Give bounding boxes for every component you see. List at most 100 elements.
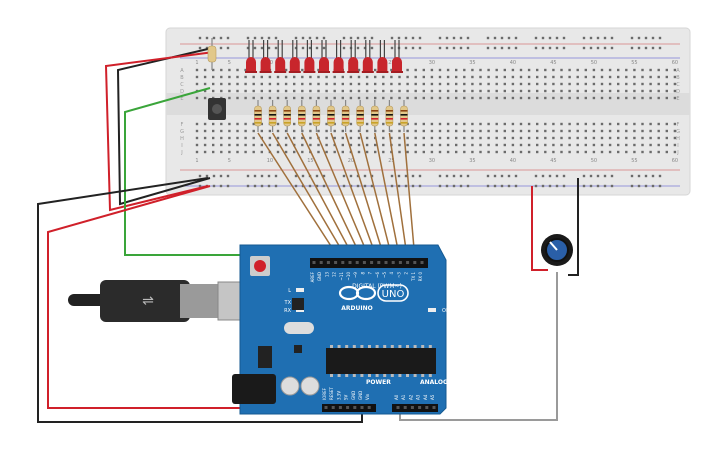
- led-11[interactable]: [391, 40, 403, 73]
- power-pin-socket[interactable]: [331, 406, 335, 409]
- power-pin-socket[interactable]: [353, 406, 357, 409]
- resistor-10[interactable]: [385, 100, 394, 132]
- digital-pin-socket[interactable]: [398, 261, 402, 264]
- led-4[interactable]: [288, 40, 301, 73]
- analog-pin-socket[interactable]: [418, 406, 422, 409]
- terminal-hole: [244, 82, 247, 86]
- resistor-8[interactable]: [356, 100, 365, 132]
- wire-red-pot[interactable]: [531, 186, 548, 271]
- resistor-1[interactable]: [254, 100, 262, 132]
- push-button[interactable]: [208, 98, 226, 120]
- terminal-hole: [479, 122, 482, 126]
- terminal-hole: [438, 143, 442, 147]
- terminal-hole: [519, 150, 523, 154]
- wire-led-2[interactable]: [271, 132, 349, 261]
- wire-led-7[interactable]: [344, 132, 386, 261]
- row-label: J: [676, 150, 678, 156]
- power-pin-socket[interactable]: [346, 406, 350, 409]
- terminal-hole: [244, 122, 247, 126]
- digital-pin-socket[interactable]: [406, 261, 410, 264]
- analog-pin-socket[interactable]: [403, 406, 407, 409]
- column-label: 55: [631, 60, 637, 66]
- digital-pin-socket[interactable]: [319, 261, 323, 264]
- rail-hole: [637, 174, 641, 178]
- terminal-hole: [527, 129, 531, 133]
- wire-led-11[interactable]: [403, 132, 416, 261]
- resistor-5[interactable]: [312, 100, 321, 132]
- wire-red-top-rail[interactable]: [104, 51, 215, 212]
- digital-pin-socket[interactable]: [362, 261, 366, 264]
- wire-led-1[interactable]: [257, 132, 341, 261]
- led-1[interactable]: [245, 40, 257, 73]
- rail-hole: [219, 46, 223, 50]
- reset-button-cap[interactable]: [254, 260, 266, 272]
- resistor-6[interactable]: [327, 100, 335, 132]
- wire-black-pot[interactable]: [568, 178, 579, 276]
- terminal-hole: [487, 96, 490, 100]
- rail-hole: [534, 184, 538, 188]
- power-pin-socket[interactable]: [324, 406, 328, 409]
- led-2[interactable]: [259, 40, 272, 73]
- terminal-hole: [276, 129, 280, 133]
- terminal-hole: [430, 68, 434, 72]
- resistor-11[interactable]: [400, 100, 408, 132]
- wire-led-10[interactable]: [388, 132, 409, 261]
- terminal-hole: [560, 89, 563, 93]
- digital-pin-socket[interactable]: [341, 261, 345, 264]
- terminal-hole: [414, 136, 417, 140]
- led-5[interactable]: [303, 40, 316, 73]
- terminal-hole: [309, 143, 312, 147]
- row-label: A: [676, 68, 680, 74]
- led-9[interactable]: [361, 40, 374, 73]
- column-label: 40: [510, 60, 516, 66]
- wire-led-5[interactable]: [315, 132, 371, 261]
- resistor-3[interactable]: [283, 100, 292, 132]
- rail-hole: [630, 36, 634, 40]
- digital-pin-socket[interactable]: [355, 261, 359, 264]
- resistor-9[interactable]: [370, 100, 379, 132]
- wire-led-6[interactable]: [330, 132, 379, 261]
- led-6[interactable]: [318, 40, 330, 73]
- analog-pin-socket[interactable]: [396, 406, 400, 409]
- digital-pin-label: ~5: [382, 272, 387, 278]
- power-pin-socket[interactable]: [338, 406, 342, 409]
- power-pin-label: RESET: [329, 387, 334, 400]
- digital-pin-socket[interactable]: [370, 261, 374, 264]
- terminal-hole: [568, 150, 571, 154]
- analog-pin-socket[interactable]: [410, 406, 414, 409]
- led-3[interactable]: [274, 40, 287, 73]
- digital-pin-socket[interactable]: [420, 261, 424, 264]
- wire-led-8[interactable]: [359, 132, 394, 261]
- terminal-hole: [487, 89, 490, 93]
- led-7[interactable]: [332, 40, 345, 73]
- row-label: G: [180, 129, 184, 135]
- resistor-7[interactable]: [341, 100, 350, 132]
- digital-pin-socket[interactable]: [377, 261, 381, 264]
- led-10[interactable]: [376, 40, 389, 73]
- digital-pin-socket[interactable]: [312, 261, 316, 264]
- wire-led-3[interactable]: [286, 132, 356, 261]
- wire-led-4[interactable]: [301, 132, 364, 261]
- power-pin-socket[interactable]: [367, 406, 371, 409]
- digital-pin-socket[interactable]: [391, 261, 395, 264]
- analog-pin-socket[interactable]: [432, 406, 436, 409]
- digital-pin-socket[interactable]: [384, 261, 388, 264]
- digital-pin-socket[interactable]: [334, 261, 338, 264]
- potentiometer[interactable]: [541, 234, 573, 266]
- digital-pin-socket[interactable]: [348, 261, 352, 264]
- wire-led-9[interactable]: [374, 132, 401, 261]
- resistor-2[interactable]: [268, 100, 277, 132]
- resistor-4[interactable]: [297, 100, 306, 132]
- rail-hole: [349, 36, 353, 40]
- rail-hole: [644, 184, 648, 188]
- terminal-hole: [406, 96, 409, 100]
- analog-pin-label: A2: [408, 394, 413, 400]
- terminal-hole: [236, 82, 239, 86]
- analog-pin-socket[interactable]: [425, 406, 429, 409]
- led-8[interactable]: [347, 40, 360, 73]
- terminal-hole: [625, 68, 628, 72]
- terminal-hole: [195, 143, 199, 147]
- digital-pin-socket[interactable]: [326, 261, 330, 264]
- power-pin-socket[interactable]: [360, 406, 364, 409]
- digital-pin-socket[interactable]: [413, 261, 417, 264]
